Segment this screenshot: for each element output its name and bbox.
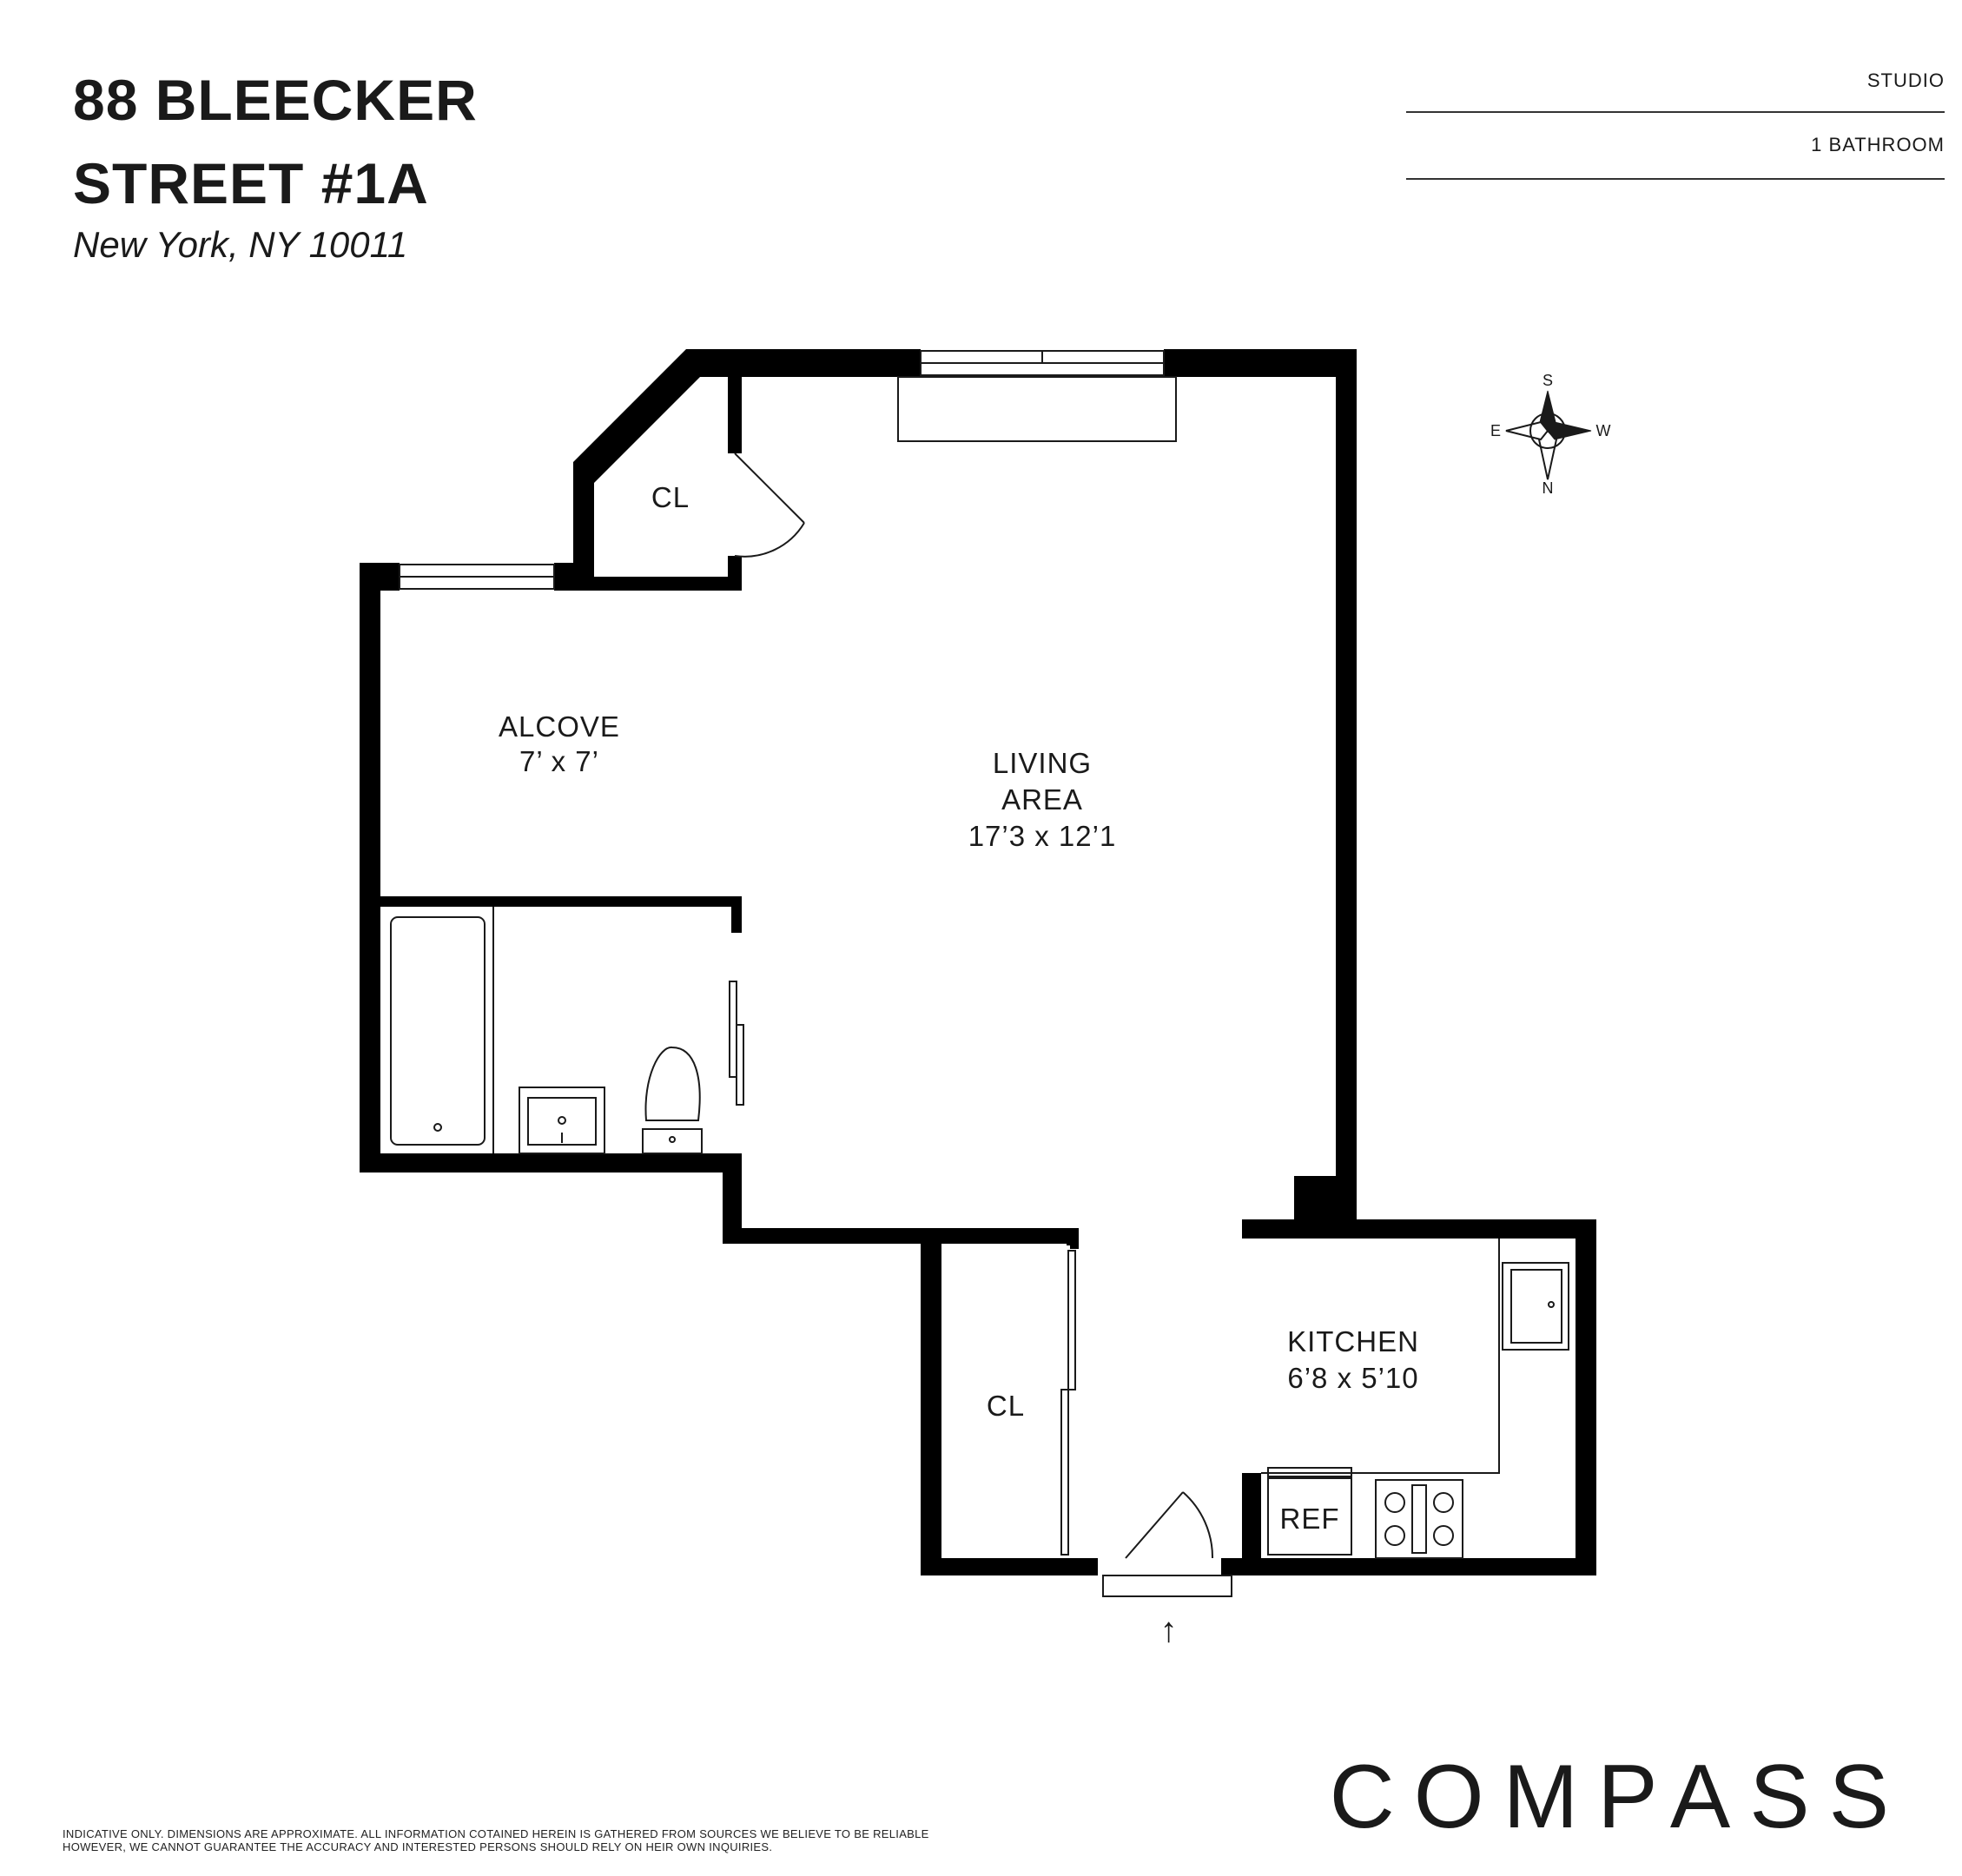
wall-top-left <box>686 349 921 377</box>
wall-bottom-left <box>921 1558 1098 1575</box>
windows <box>399 350 1177 590</box>
radiator-cover <box>897 376 1177 442</box>
burner <box>1384 1492 1405 1513</box>
compass-bottom-letter: N <box>1543 479 1554 497</box>
walls <box>360 349 1596 1575</box>
closet-sliding-door <box>1067 1250 1076 1390</box>
toilet-tank <box>642 1128 703 1154</box>
room-label-living-1: LIVING <box>993 747 1092 779</box>
bathroom-count: 1 BATHROOM <box>1811 134 1945 155</box>
room-label-kitchen: KITCHEN <box>1287 1325 1419 1357</box>
entry-threshold <box>1102 1575 1232 1597</box>
compass-left-letter: E <box>1490 422 1501 439</box>
wall-kitchen-ref-partition <box>1242 1473 1261 1575</box>
room-dims-kitchen: 6’8 x 5’10 <box>1287 1362 1418 1394</box>
compass-top-letter: S <box>1543 372 1553 389</box>
wall-step-down <box>723 1153 742 1244</box>
wall-kitchen-right <box>1576 1219 1596 1575</box>
bathroom-fixtures <box>390 907 703 1154</box>
room-label-refrigerator: REF <box>1280 1503 1340 1535</box>
listing-address: New York, NY 10011 <box>73 224 408 265</box>
wall-closet-right-upper <box>728 377 742 453</box>
kitchen-sink-cabinet <box>1502 1262 1569 1351</box>
entry-door <box>1125 1491 1184 1559</box>
room-dims-living: 17’3 x 12’1 <box>968 820 1117 852</box>
stove <box>1375 1479 1463 1559</box>
wall-diagonal <box>573 349 707 483</box>
toilet-bowl <box>644 1046 701 1121</box>
room-label-alcove: ALCOVE <box>499 710 620 743</box>
wall-bottom-right <box>1221 1558 1596 1575</box>
wall-closet-right-lower <box>728 556 742 591</box>
brand-logo: COMPASS <box>1329 1747 1908 1847</box>
bathtub <box>390 916 486 1146</box>
spec-divider <box>1406 111 1945 113</box>
kitchen-sink <box>1510 1269 1562 1344</box>
compass-right-letter: W <box>1596 422 1611 439</box>
wall-living-bottom <box>723 1228 1079 1244</box>
entry-arrow-icon: ↑ <box>1160 1611 1179 1649</box>
spec-divider <box>1406 178 1945 180</box>
wall-closet2-left <box>921 1228 941 1575</box>
room-label-closet-bottom: CL <box>987 1390 1025 1422</box>
burner <box>1433 1492 1454 1513</box>
listing-title-line-2: STREET #1A <box>73 151 429 215</box>
burner <box>1433 1525 1454 1546</box>
unit-type: STUDIO <box>1866 69 1945 91</box>
closet-door-swing <box>734 522 805 558</box>
wall-top-right <box>1164 349 1357 377</box>
bath-sliding-door <box>729 981 737 1078</box>
wall-closet-bottom <box>594 577 742 591</box>
listing-title-line-1: 88 BLEECKER <box>73 68 478 132</box>
disclaimer-line-2: HOWEVER, WE CANNOT GUARANTEE THE ACCURAC… <box>63 1840 773 1853</box>
wall-bath-door-jamb <box>731 896 742 933</box>
vanity <box>519 1087 605 1154</box>
burner <box>1384 1525 1405 1546</box>
tub-drain <box>433 1123 442 1132</box>
wall-closet2-top-jamb <box>1070 1228 1079 1249</box>
room-label-closet-top: CL <box>651 481 690 513</box>
room-label-living-2: AREA <box>1001 783 1083 816</box>
wall-bath-bottom <box>360 1153 742 1172</box>
refrigerator <box>1267 1476 1352 1556</box>
entry-door-swing <box>1182 1491 1214 1559</box>
kitchen-fixtures <box>1261 1239 1569 1559</box>
wall-kitchen-top <box>1242 1219 1596 1239</box>
wall-alcove-top-right <box>554 563 594 591</box>
wall-left <box>360 563 380 1172</box>
compass-rose-icon: S N E W <box>1490 372 1611 497</box>
room-dims-alcove: 7’ x 7’ <box>519 745 599 777</box>
disclaimer-line-1: INDICATIVE ONLY. DIMENSIONS ARE APPROXIM… <box>63 1827 929 1840</box>
closet-door <box>734 452 805 524</box>
sink-basin <box>527 1097 597 1146</box>
wall-column <box>1294 1176 1357 1219</box>
wall-right <box>1336 349 1357 1219</box>
kitchen-counter <box>1261 1239 1500 1474</box>
wall-bath-top <box>380 896 742 907</box>
doors <box>729 452 1232 1597</box>
disclaimer: INDICATIVE ONLY. DIMENSIONS ARE APPROXIM… <box>63 1827 1105 1853</box>
